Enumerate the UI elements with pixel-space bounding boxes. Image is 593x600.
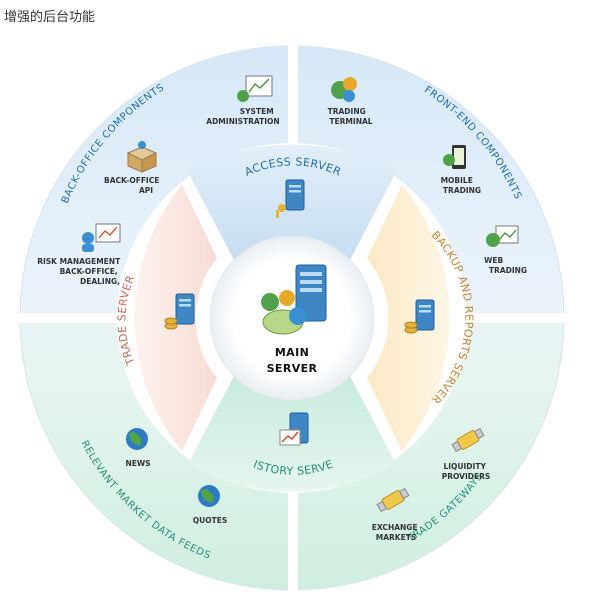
smartphone-icon [443,145,466,169]
liquidity-providers-label: LIQUIDITY PROVIDERS [442,462,491,481]
exchange-markets-label: EXCHANGE MARKETS [372,523,420,542]
trading-terminal-label: TRADING TERMINAL [328,107,373,126]
open-box-icon [126,141,158,173]
monitor-chart-icon [237,75,273,102]
metatrader-icon [331,77,357,102]
globe-icon-quotes [198,485,220,507]
server-keys-icon [276,179,305,218]
web-trading-label: WEB TRADING [484,256,527,275]
quotes-label: QUOTES [193,516,227,525]
risk-management-label: RISK MANAGEMENT BACK-OFFICE, DEALING, [37,257,123,286]
server-chart-icon [279,412,309,446]
globe-icon-news [126,428,148,450]
trade-server-coins-icon [164,293,195,330]
server-coins-icon [404,299,435,334]
page-title: 增强的后台功能 [4,10,96,25]
connector-icon-liquidity [451,427,485,453]
news-label: NEWS [125,459,150,468]
back-office-api-label: BACK-OFFICE API [104,176,162,195]
user-chart-icon [82,223,121,252]
connector-icon-exchange [376,487,410,513]
web-chart-icon [486,225,519,247]
divider-bottom [288,395,298,600]
main-server-label-line2: SERVER [267,362,318,375]
main-server-icon [261,264,327,335]
system-administration-label: SYSTEM ADMINISTRATION [206,107,279,126]
main-server-label-line1: MAIN [275,346,309,359]
divider-top [288,42,298,242]
mobile-trading-label: MOBILE TRADING [441,176,482,195]
backup-server-segment[interactable] [367,185,450,451]
